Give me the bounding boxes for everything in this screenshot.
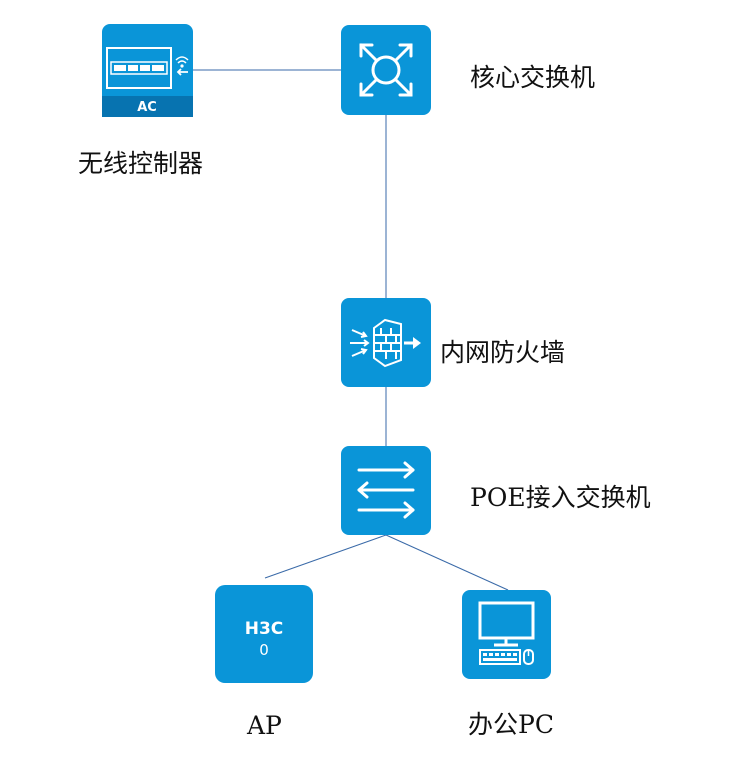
core-switch-icon [341,25,431,115]
wireless-controller-node: AC [102,24,193,117]
access-switch-icon [341,446,431,535]
access-point-icon: H3C 0 [215,585,313,683]
pc-icon [462,590,551,679]
ac-badge: AC [137,100,157,115]
ap-brand-text: H3C [245,619,284,639]
poe-switch-node [341,446,431,535]
firewall-label: 内网防火墙 [440,338,566,367]
access-point-node: H3C 0 [215,585,313,683]
ap-sub-text: 0 [259,641,269,659]
link-poe-ap [264,534,387,579]
core-switch-node [341,25,431,115]
wireless-controller-label: 无线控制器 [78,149,204,178]
link-poe-pc [385,534,509,591]
firewall-icon [341,298,431,387]
office-pc-node [462,590,551,679]
core-switch-label: 核心交换机 [470,63,596,92]
access-point-label: AP [247,711,282,740]
poe-switch-label: POE接入交换机 [470,483,651,512]
firewall-node [341,298,431,387]
office-pc-label: 办公PC [468,710,554,739]
wireless-controller-icon: AC [102,24,193,117]
